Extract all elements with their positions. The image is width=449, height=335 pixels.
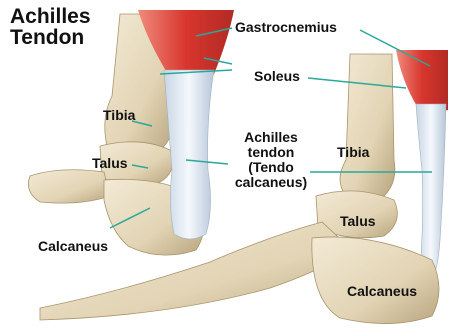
label-gastrocnemius: Gastrocnemius: [235, 20, 337, 34]
achilles-label-line-1: Achilles: [228, 130, 314, 145]
gastrocnemius-right-muscle: [396, 50, 448, 112]
achilles-label-line-3: (Tendo: [228, 160, 314, 175]
label-tibia-right: Tibia: [337, 145, 369, 159]
label-soleus: Soleus: [254, 69, 300, 83]
achilles-label-line-4: calcaneus): [228, 175, 314, 190]
diagram-title: Achilles Tendon: [10, 6, 91, 48]
label-calcaneus-left: Calcaneus: [38, 239, 108, 253]
label-talus-left: Talus: [92, 156, 128, 170]
calcaneus-right-bone: [312, 237, 439, 324]
label-achilles-tendon: Achilles tendon (Tendo calcaneus): [228, 130, 314, 190]
achilles-tendon-right: [416, 104, 446, 278]
label-talus-right: Talus: [340, 214, 376, 228]
achilles-label-line-2: tendon: [228, 145, 314, 160]
tibia-right-bone: [340, 54, 395, 196]
achilles-tendon-left: [164, 70, 214, 239]
title-line-1: Achilles: [10, 6, 91, 27]
title-line-2: Tendon: [10, 27, 91, 48]
left-foot-bones: [28, 170, 110, 203]
label-tibia-left: Tibia: [103, 108, 135, 122]
label-calcaneus-right: Calcaneus: [347, 284, 417, 298]
